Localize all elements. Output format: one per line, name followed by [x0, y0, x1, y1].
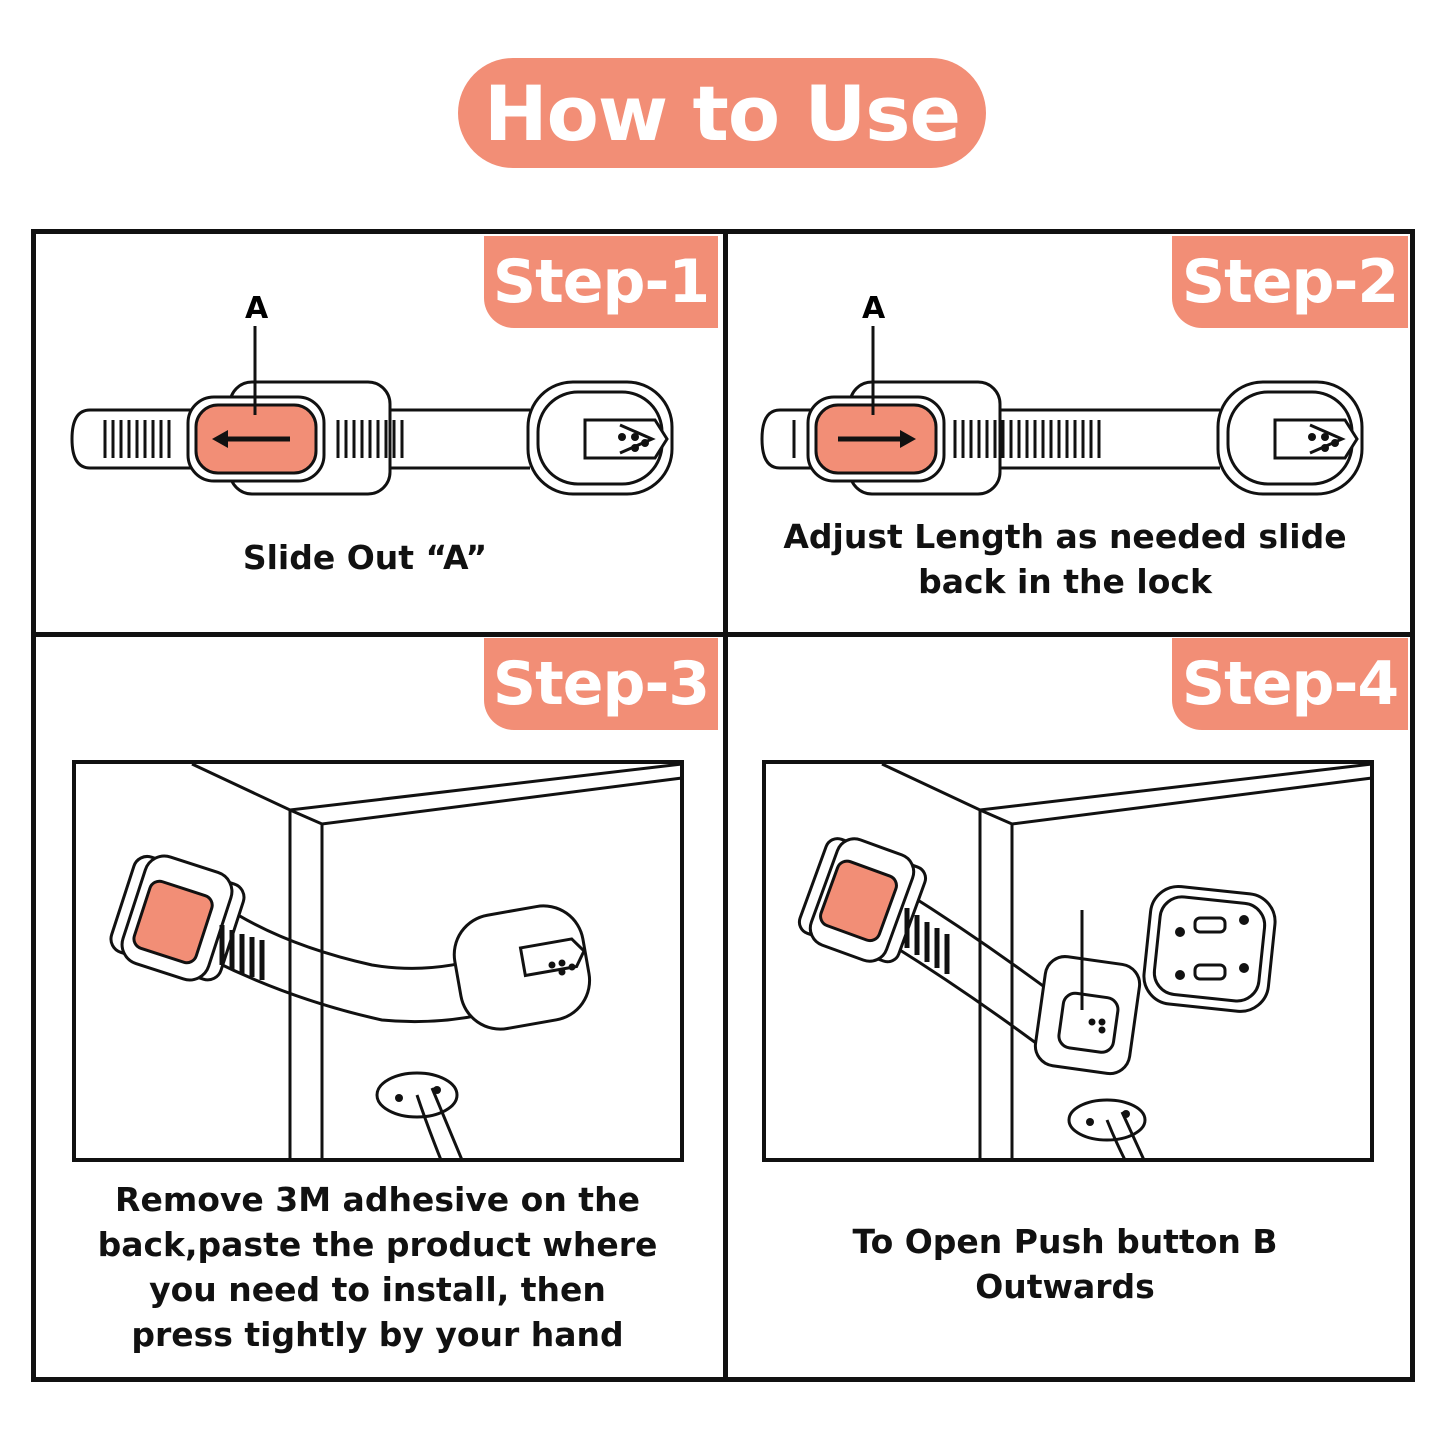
- divider-horizontal: [36, 632, 1410, 637]
- step-1-label: Step-1: [492, 247, 710, 317]
- step-2-tag: Step-2: [1172, 236, 1408, 328]
- step-1-marker-a: A: [245, 291, 269, 326]
- divider-vertical: [723, 234, 728, 1377]
- step-3-illustration: [72, 760, 684, 1162]
- step-3-label: Step-3: [492, 649, 710, 719]
- step-3-tag: Step-3: [484, 638, 718, 730]
- step-4-label: Step-4: [1181, 649, 1399, 719]
- title-badge: How to Use: [458, 58, 986, 168]
- step-2-marker-a: A: [862, 291, 886, 326]
- step-1-caption: Slide Out “A”: [242, 538, 488, 577]
- step-2-caption: Adjust Length as needed slide back in th…: [783, 517, 1347, 601]
- step-2-illustration: A: [760, 291, 1364, 496]
- step-1-tag: Step-1: [484, 236, 718, 328]
- step-4-tag: Step-4: [1172, 638, 1408, 730]
- step-4-caption: To Open Push button B Outwards: [852, 1222, 1278, 1306]
- step-1-illustration: A: [70, 291, 674, 496]
- step-4-illustration: [762, 760, 1374, 1162]
- step-2-label: Step-2: [1181, 247, 1399, 317]
- step-3-caption: Remove 3M adhesive on the back,paste the…: [97, 1180, 658, 1354]
- steps-grid: [31, 229, 1415, 1382]
- page-title: How to Use: [484, 68, 961, 158]
